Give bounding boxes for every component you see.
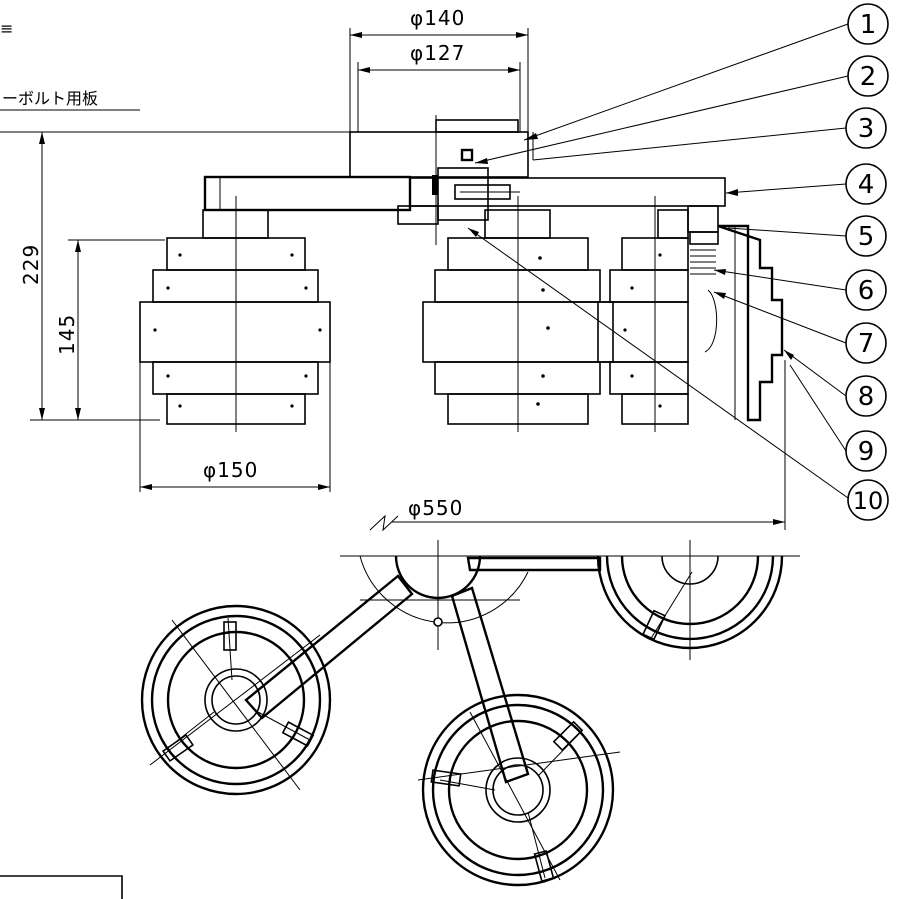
shade-right [597, 196, 689, 432]
callout-6: 6 [845, 269, 887, 311]
plan-view [140, 540, 800, 887]
dim-height-229: 229 [0, 131, 350, 421]
callout-7-number: 7 [858, 329, 875, 359]
mark-glyph: ≡ [0, 19, 13, 38]
callout-5-number: 5 [858, 222, 875, 252]
bolt-plate-label: ーボルト用板 [2, 89, 98, 108]
table-frame [0, 875, 123, 899]
callout-10: 10 [847, 479, 889, 521]
callout-9: 9 [845, 430, 887, 472]
dim-overall-diameter: φ550 [369, 360, 786, 532]
callout-4: 4 [845, 163, 887, 205]
dim-canopy-inner: φ127 [357, 41, 521, 132]
callout-1-number: 1 [860, 10, 877, 40]
callout-8-number: 8 [858, 382, 875, 412]
dim-height-145: 145 [55, 239, 165, 420]
callout-6-number: 6 [858, 276, 875, 306]
shade-left [139, 196, 331, 432]
callout-5: 5 [845, 215, 887, 257]
plan-shade-right [596, 540, 784, 660]
callout-2-number: 2 [860, 62, 877, 92]
plan-shade-bottom [417, 693, 621, 887]
callout-1: 1 [847, 3, 889, 45]
callout-8: 8 [845, 375, 887, 417]
plan-shade-left [140, 604, 332, 796]
dim-d127-label: φ127 [410, 41, 465, 65]
callout-3-number: 3 [858, 114, 875, 144]
callout-2: 2 [847, 55, 889, 97]
callout-4-number: 4 [858, 170, 875, 200]
callout-10-number: 10 [853, 487, 884, 515]
dim-shade-width: φ150 [139, 362, 331, 492]
shade-middle [422, 196, 614, 432]
callout-3: 3 [845, 107, 887, 149]
dim-d140-label: φ140 [410, 6, 465, 30]
callout-9-number: 9 [858, 437, 875, 467]
dim-229-label: 229 [19, 244, 43, 285]
side-elevation [139, 115, 784, 432]
dim-145-label: 145 [55, 314, 79, 355]
dim-d150-label: φ150 [203, 458, 258, 482]
callout-7: 7 [845, 322, 887, 364]
dim-canopy-outer: φ140 [349, 6, 529, 132]
dim-d550-label: φ550 [408, 496, 463, 520]
callout-leaders [467, 23, 849, 499]
